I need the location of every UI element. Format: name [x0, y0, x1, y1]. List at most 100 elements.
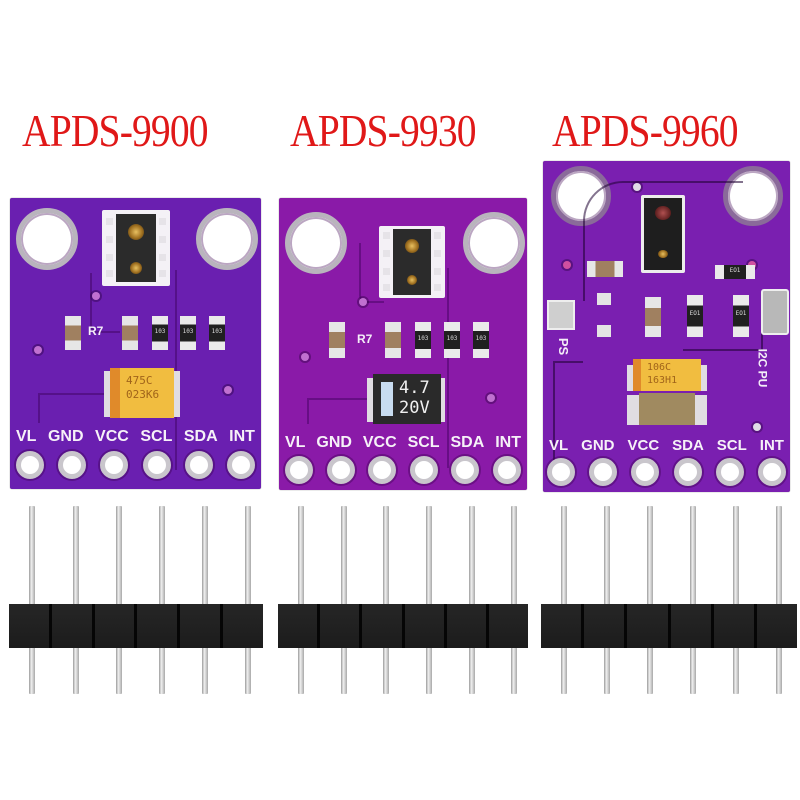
pin-label-scl: SCL — [716, 437, 747, 454]
pcb-trace — [175, 270, 245, 470]
pad-vcc — [100, 451, 129, 479]
pad-int — [492, 456, 521, 484]
pin-pads — [547, 458, 786, 486]
pin-label-vcc: VCC — [362, 434, 397, 451]
pin-label-scl: SCL — [407, 434, 440, 451]
pin-label-vcc: VCC — [95, 428, 129, 445]
polymer-capacitor: 4.7 20V — [373, 374, 441, 424]
smd-resistor: EO1 — [687, 295, 703, 337]
pin-labels: VL GND VCC SCL SDA INT — [285, 434, 521, 452]
pad-int — [226, 451, 255, 479]
pad-vl — [16, 451, 44, 479]
pad-sda — [451, 456, 480, 484]
title-apds-9900: APDS-9900 — [22, 105, 209, 156]
sensor-footprint — [102, 210, 170, 286]
smd-resistor: 103 — [209, 316, 225, 350]
pcb-trace — [38, 393, 108, 423]
pcb-trace — [553, 361, 583, 481]
pin-label-vl: VL — [549, 437, 569, 454]
ir-led-lens — [130, 262, 142, 274]
pin-label-gnd: GND — [581, 437, 615, 454]
sensor-footprint — [379, 226, 445, 298]
silkscreen-label: R7 — [88, 324, 104, 338]
smd-capacitor — [385, 322, 401, 358]
title-apds-9930: APDS-9930 — [290, 105, 477, 156]
board-apds-9930: R7 103 103 103 4.7 20V VL GND VCC SCL SD… — [279, 198, 527, 490]
pcb-trace — [90, 273, 120, 333]
mounting-hole-right — [463, 212, 525, 274]
cap-voltage: 20V — [399, 398, 430, 418]
smd-resistor: EO1 — [733, 295, 749, 337]
header-housing — [278, 604, 529, 648]
via — [753, 423, 761, 431]
pin-header-1 — [9, 506, 263, 696]
via — [301, 353, 309, 361]
pcb-trace — [583, 181, 743, 301]
smd-resistor: EO1 — [715, 265, 755, 279]
pin-label-gnd: GND — [47, 428, 84, 445]
pad-scl — [409, 456, 438, 484]
via — [563, 261, 571, 269]
pad-sda — [673, 458, 702, 486]
pad-gnd — [58, 451, 87, 479]
via — [633, 183, 641, 191]
pcb-trace — [447, 268, 517, 468]
mounting-hole-right — [196, 208, 258, 270]
smd-capacitor — [65, 316, 81, 350]
pin-labels: VL GND VCC SDA SCL INT — [549, 437, 784, 454]
sensor-footprint — [641, 195, 685, 273]
pin-label-sda: SDA — [183, 428, 218, 445]
ir-led-lens — [407, 275, 417, 285]
pad-gnd — [589, 458, 618, 486]
smd-resistor: 103 — [444, 322, 460, 358]
smd-capacitor — [587, 261, 623, 277]
smd-capacitor — [645, 297, 661, 337]
smd-resistor: 103 — [415, 322, 431, 358]
header-housing — [541, 604, 798, 648]
pin-labels: VL GND VCC SCL SDA INT — [16, 428, 255, 446]
mounting-hole-left — [16, 208, 78, 270]
via — [92, 292, 100, 300]
board-apds-9960: EO1 PS I2C PU EO1 EO1 106C 163H1 VL GND … — [543, 161, 790, 492]
pad-vl — [547, 458, 575, 486]
title-apds-9960: APDS-9960 — [552, 105, 739, 156]
pcb-trace — [359, 243, 384, 303]
silkscreen-label: R7 — [357, 332, 373, 346]
ceramic-capacitor — [639, 393, 695, 425]
sensor-lens — [405, 239, 419, 253]
pin-label-sda: SDA — [672, 437, 704, 454]
pin-header-2 — [278, 506, 529, 696]
pad-sda — [184, 451, 213, 479]
smd-resistor: 103 — [152, 316, 168, 350]
proximity-sensor-chip — [393, 229, 431, 295]
via — [359, 298, 367, 306]
pad-scl — [715, 458, 744, 486]
pin-label-vl: VL — [16, 428, 37, 445]
smd-capacitor — [329, 322, 345, 358]
pin-label-sda: SDA — [450, 434, 485, 451]
sensor-lens — [128, 224, 144, 240]
mounting-hole-left — [285, 212, 347, 274]
sensor-lens — [655, 206, 671, 220]
ir-led-lens — [658, 250, 668, 258]
via — [34, 346, 42, 354]
solder-jumper-ps — [547, 300, 575, 330]
pin-label-int: INT — [495, 434, 521, 451]
pin-label-int: INT — [229, 428, 255, 445]
header-housing — [9, 604, 263, 648]
pad-vl — [285, 456, 313, 484]
pad-gnd — [326, 456, 355, 484]
tantalum-capacitor: 106C 163H1 — [633, 359, 701, 391]
pad-vcc — [368, 456, 397, 484]
silkscreen-ps: PS — [556, 337, 572, 356]
pad-int — [757, 458, 786, 486]
pin-label-scl: SCL — [140, 428, 173, 445]
pin-label-vcc: VCC — [627, 437, 660, 454]
gesture-sensor-chip — [644, 198, 682, 270]
solder-jumper-i2c-pu — [761, 289, 789, 335]
proximity-sensor-chip — [116, 214, 156, 282]
smd-resistor: 103 — [473, 322, 489, 358]
pin-pads — [16, 451, 255, 479]
board-apds-9900: R7 103 103 103 475C 023K6 VL GND VCC SCL… — [10, 198, 261, 489]
pcb-trace — [307, 398, 377, 424]
